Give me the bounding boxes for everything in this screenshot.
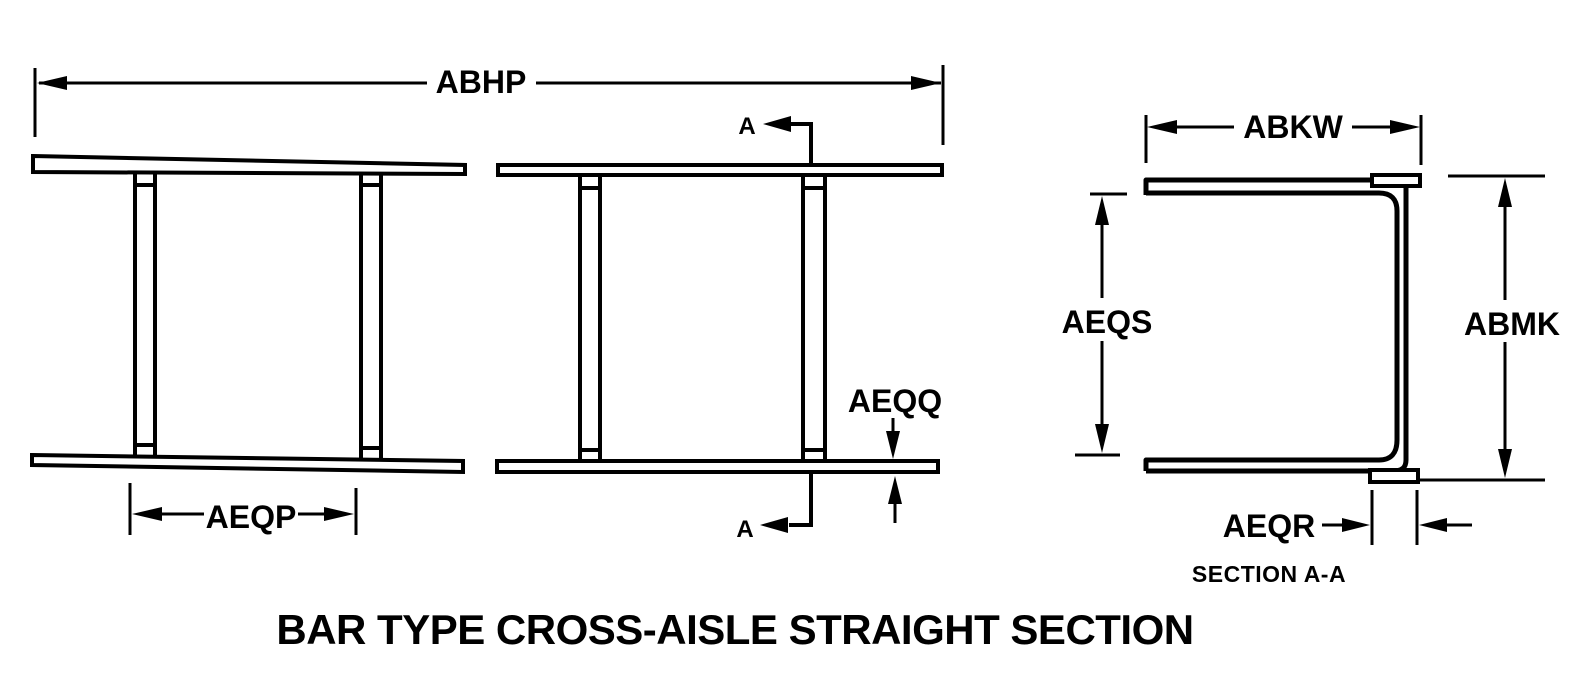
- bottom-flange-outline: [30, 452, 465, 475]
- section-view-caption: SECTION A-A: [1192, 561, 1346, 587]
- abhp-dimension-label: ABHP: [436, 64, 527, 100]
- aeqp-dimension-label: AEQP: [206, 499, 297, 535]
- view-direction-arrowhead: [763, 116, 791, 132]
- arrowhead-left: [1419, 518, 1447, 532]
- aeqq-dimension: AEQQ: [848, 383, 942, 523]
- section-bottom-lip-outline: [1368, 468, 1420, 484]
- aeqp-dimension: AEQP: [128, 483, 358, 535]
- section-top-lip-outline: [1370, 173, 1422, 188]
- section-top-flange-outline: [1143, 177, 1372, 195]
- arrowhead-up: [1095, 196, 1109, 225]
- arrowhead-left: [132, 507, 162, 521]
- cut-label-bottom: A: [736, 516, 753, 543]
- aeqq-dimension-label: AEQQ: [848, 383, 942, 419]
- section-cut-marker-top: A: [738, 113, 813, 165]
- top-flange-outline: [31, 153, 467, 177]
- abhp-dimension: ABHP: [33, 64, 945, 145]
- arrowhead-right: [911, 76, 941, 90]
- section-cut-marker-bottom: A: [736, 474, 813, 543]
- arrowhead-right: [1390, 120, 1420, 134]
- abkw-dimension-label: ABKW: [1243, 109, 1343, 145]
- middle-bar-elevation: [495, 163, 944, 474]
- aeqs-dimension-label: AEQS: [1062, 304, 1153, 340]
- arrowhead-right: [324, 507, 354, 521]
- arrowhead-right: [1342, 518, 1370, 532]
- aeqs-dimension: AEQS: [1062, 192, 1153, 457]
- bottom-flange-outline: [495, 459, 940, 474]
- arrowhead-down: [1498, 449, 1512, 478]
- abmk-dimension-label: ABMK: [1464, 306, 1560, 342]
- cut-label-top: A: [738, 113, 755, 140]
- section-a-a-view: [1143, 173, 1422, 484]
- arrowhead-up: [1498, 178, 1512, 207]
- section-outer-contour: [1146, 186, 1409, 474]
- aeqr-dimension-label: AEQR: [1223, 508, 1315, 544]
- abmk-dimension: ABMK: [1420, 174, 1560, 482]
- drawing-title: BAR TYPE CROSS-AISLE STRAIGHT SECTION: [276, 606, 1193, 653]
- top-flange-outline: [496, 163, 944, 177]
- view-direction-arrowhead: [760, 517, 788, 533]
- arrowhead-left: [1147, 120, 1177, 134]
- arrowhead-up: [888, 476, 902, 504]
- abkw-dimension: ABKW: [1144, 109, 1423, 165]
- aeqr-dimension: AEQR: [1223, 490, 1472, 545]
- left-bar-elevation: [30, 153, 467, 475]
- section-inner-contour: [1143, 190, 1400, 471]
- arrowhead-down: [1095, 424, 1109, 453]
- arrowhead-left: [37, 76, 67, 90]
- arrowhead-down: [886, 431, 900, 459]
